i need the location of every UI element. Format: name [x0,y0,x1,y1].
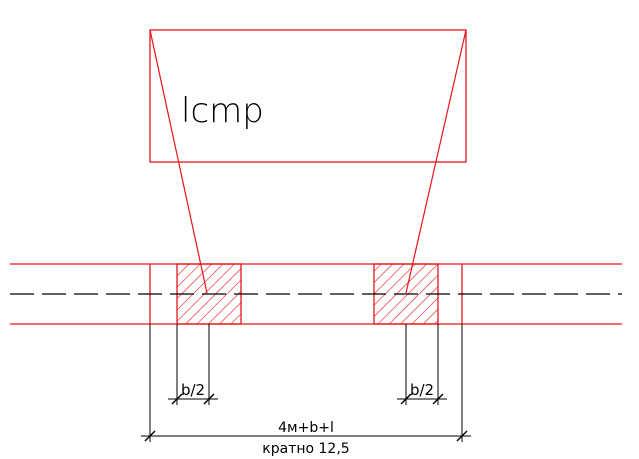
total-dim-sublabel: кратно 12,5 [262,441,349,457]
half-width-label-left: b/2 [181,381,205,399]
tick-left-2 [203,393,215,405]
tick-right-2 [432,393,444,405]
tick-total-left [144,430,156,442]
beam-label: lcmp [181,91,264,131]
projection-line-left [149,29,208,294]
tick-left-1 [171,393,183,405]
half-width-label-right: b/2 [410,381,434,399]
beam-rect [149,29,467,163]
projection-line-right [405,29,467,294]
tick-right-1 [400,393,412,405]
total-dim-label: 4м+b+l [278,420,334,436]
tick-total-right [456,430,468,442]
